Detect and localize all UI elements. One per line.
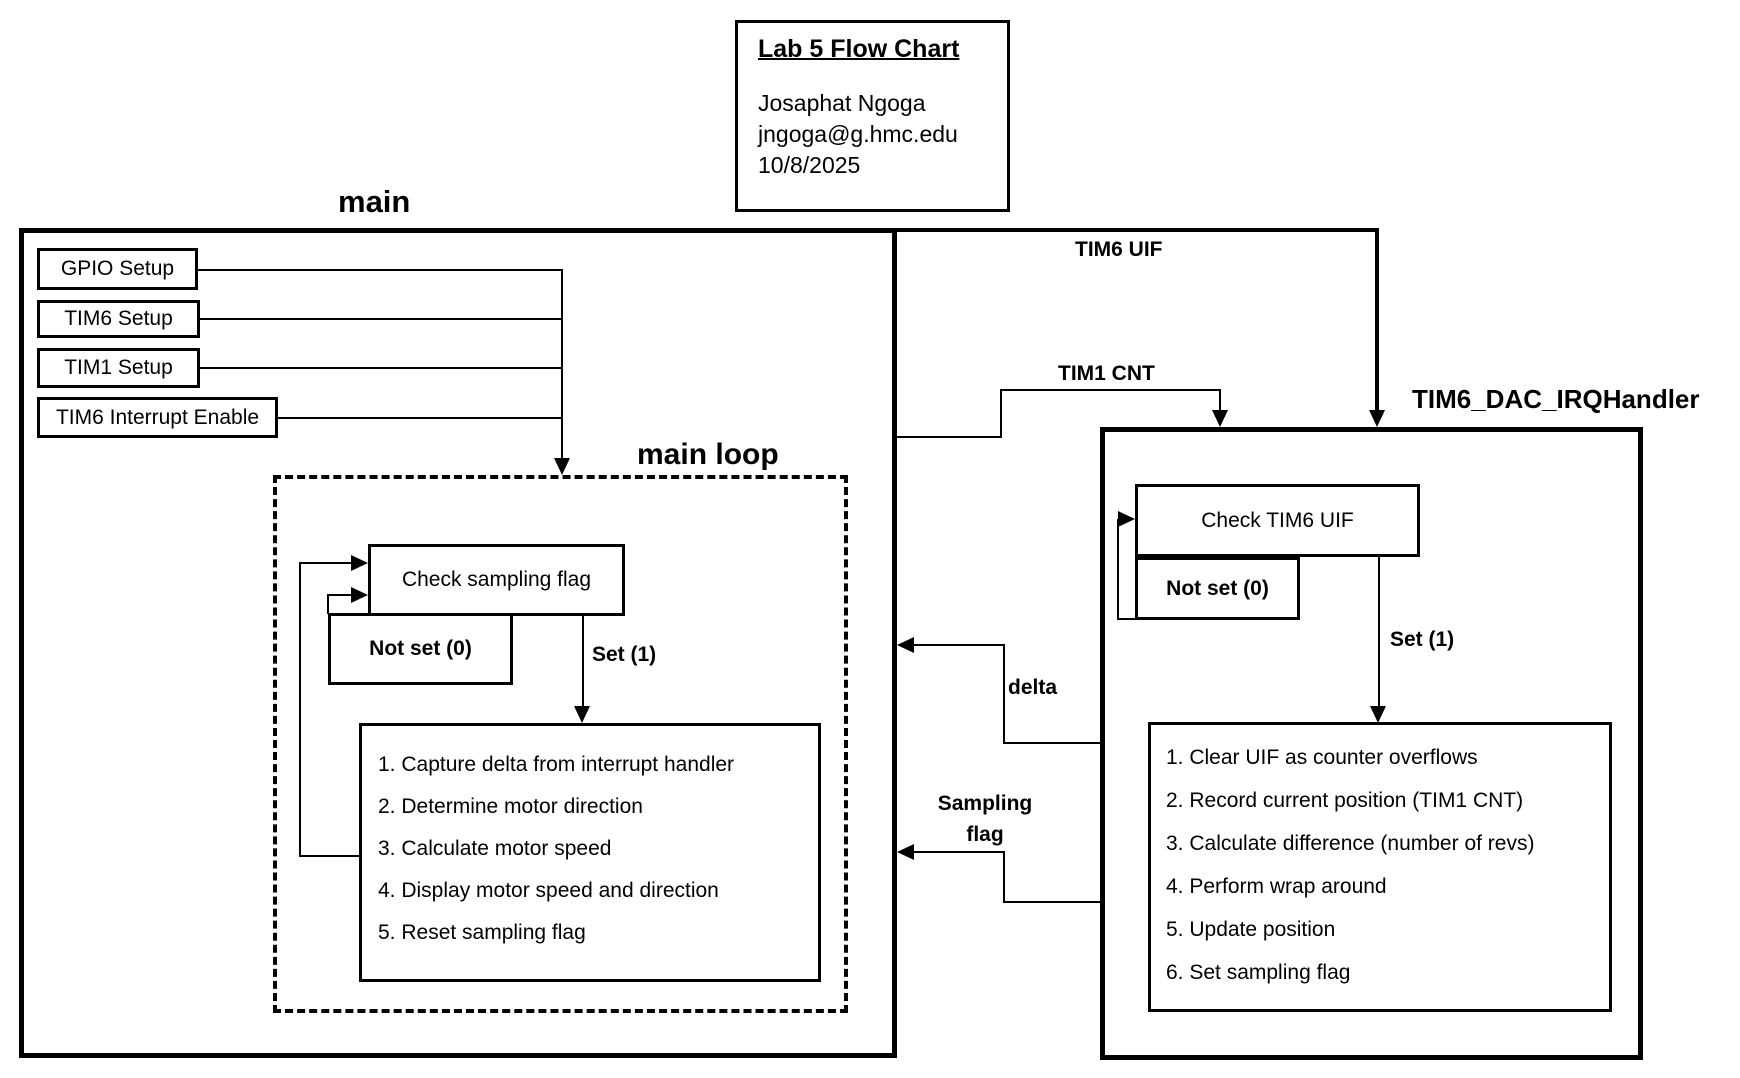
tim1-cnt-line-v1: [1000, 389, 1002, 438]
tim6-interrupt-enable-box: TIM6 Interrupt Enable: [37, 397, 278, 438]
main-loop-steps-box: 1. Capture delta from interrupt handler …: [359, 723, 821, 982]
main-loop-dashed-box: [273, 475, 848, 1013]
sampling-flag-line-right: [1003, 901, 1100, 903]
gpio-setup-line: [198, 269, 563, 271]
not-set-box-irq: Not set (0): [1135, 557, 1300, 620]
title-box: Lab 5 Flow Chart Josaphat Ngoga jngoga@g…: [735, 20, 1010, 212]
main-loop-step: 3. Calculate motor speed: [378, 837, 612, 860]
arrowhead-tim1-cnt: [1212, 410, 1228, 427]
delta-line-left: [913, 644, 1005, 646]
author-name: Josaphat Ngoga: [758, 90, 926, 116]
tim6-uif-signal-label: TIM6 UIF: [1075, 238, 1163, 261]
sampling-flag-line1: Sampling: [937, 792, 1033, 815]
irq-set-branch-line: [1378, 557, 1380, 708]
sampling-flag-line2: flag: [966, 823, 1004, 846]
main-loop-step: 5. Reset sampling flag: [378, 921, 586, 944]
irq-step: 2. Record current position (TIM1 CNT): [1166, 789, 1524, 812]
delta-line-right: [1003, 742, 1100, 744]
not-set-loop-line-vertical: [327, 596, 329, 614]
tim6-setup-box: TIM6 Setup: [37, 300, 200, 338]
tim1-setup-box: TIM1 Setup: [37, 348, 200, 388]
tim6-uif-line-vertical: [1375, 228, 1379, 412]
loop-back-line-vertical: [299, 562, 301, 857]
arrowhead-into-main-loop: [554, 458, 570, 475]
arrowhead-loop-back: [351, 555, 368, 571]
date: 10/8/2025: [758, 152, 861, 178]
check-sampling-flag-box: Check sampling flag: [368, 544, 625, 616]
set-branch-label-irq: Set (1): [1390, 628, 1455, 651]
irq-step: 5. Update position: [1166, 918, 1336, 941]
set-branch-label-main: Set (1): [592, 643, 657, 666]
arrowhead-tim6-uif: [1369, 410, 1385, 427]
loop-back-line-top: [299, 562, 353, 564]
sampling-flag-line-vertical: [1003, 851, 1005, 903]
sampling-flag-line-left: [913, 851, 1003, 853]
arrowhead-sampling-flag: [897, 844, 914, 860]
check-tim6-uif-box: Check TIM6 UIF: [1135, 484, 1420, 557]
arrowhead-delta: [897, 637, 914, 653]
irq-step: 4. Perform wrap around: [1166, 875, 1387, 898]
irq-handler-label: TIM6_DAC_IRQHandler: [1412, 384, 1700, 414]
delta-line-vertical: [1003, 644, 1005, 744]
irq-step: 1. Clear UIF as counter overflows: [1166, 746, 1478, 769]
main-loop-step: 2. Determine motor direction: [378, 795, 643, 818]
tim1-cnt-line-h2: [1000, 389, 1221, 391]
irq-step: 3. Calculate difference (number of revs): [1166, 832, 1535, 855]
tim1-setup-line: [200, 367, 563, 369]
arrowhead-irq-set-branch: [1370, 706, 1386, 723]
setup-collector-line: [561, 269, 563, 459]
set-branch-line: [582, 616, 584, 708]
loop-back-line-bottom: [299, 855, 359, 857]
main-loop-step: 1. Capture delta from interrupt handler: [378, 753, 735, 776]
tim6-setup-line: [200, 318, 563, 320]
tim1-cnt-line-v2: [1219, 389, 1221, 412]
page-title: Lab 5 Flow Chart: [758, 35, 960, 63]
irq-steps-box: 1. Clear UIF as counter overflows 2. Rec…: [1148, 722, 1612, 1012]
irq-not-set-loop-bottom: [1117, 618, 1137, 620]
main-loop-label: main loop: [637, 438, 779, 471]
author-email: jngoga@g.hmc.edu: [758, 121, 958, 147]
tim1-cnt-line-h1: [895, 436, 1002, 438]
not-set-loop-line-horizontal: [327, 594, 353, 596]
main-loop-step: 4. Display motor speed and direction: [378, 879, 719, 902]
arrowhead-not-set-loop: [351, 587, 368, 603]
tim6-uif-line-horizontal: [897, 228, 1379, 232]
sampling-flag-signal-label: Sampling flag: [918, 788, 1052, 850]
tim1-cnt-signal-label: TIM1 CNT: [1058, 362, 1155, 385]
main-section-label: main: [338, 184, 411, 219]
tim6-interrupt-enable-line: [278, 417, 563, 419]
arrowhead-set-branch: [574, 706, 590, 723]
arrowhead-irq-not-set-loop: [1118, 511, 1135, 527]
delta-signal-label: delta: [1008, 676, 1058, 699]
not-set-box-main: Not set (0): [328, 613, 513, 685]
irq-step: 6. Set sampling flag: [1166, 961, 1351, 984]
gpio-setup-box: GPIO Setup: [37, 248, 198, 290]
irq-not-set-loop-vertical: [1117, 519, 1119, 620]
